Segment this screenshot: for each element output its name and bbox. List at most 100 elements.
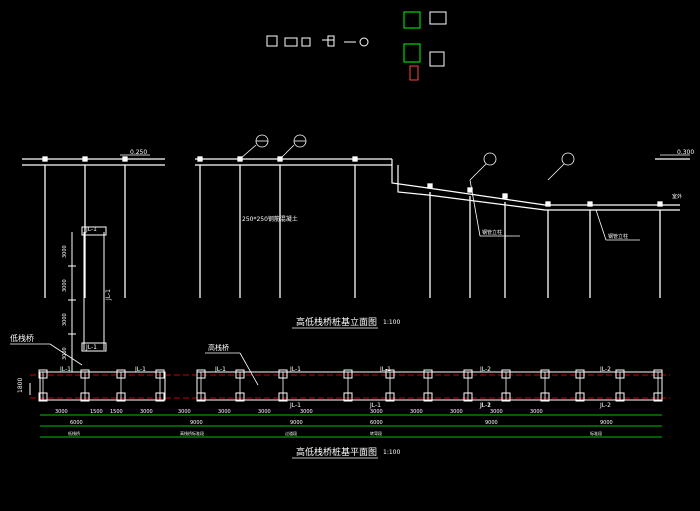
- dim-value: 3000: [140, 409, 153, 415]
- vertical-dim: 3000: [62, 313, 68, 326]
- pile-cap: [545, 201, 551, 207]
- plan-width-dim: 1800: [17, 378, 24, 393]
- plan-beam-label: JL-1: [289, 402, 301, 409]
- callout-leader: [239, 144, 257, 160]
- plan-piles: [38, 369, 663, 402]
- low-bridge-plan: JL-1 JL-1 JL-1 3000 3000 3000 3000 低栈桥: [10, 226, 112, 372]
- low-bridge-label: 低栈桥: [10, 333, 34, 343]
- dim-value: 3000: [410, 409, 423, 415]
- callout-note-right: 室外: [672, 193, 682, 200]
- plan-beam-label: JL-1: [134, 366, 146, 373]
- dim-note: 低栈桥: [68, 430, 80, 436]
- pile-cap: [427, 183, 433, 189]
- pile-cap: [42, 156, 48, 162]
- detail-sketch: [359, 37, 369, 47]
- detail-sketch: [327, 35, 335, 47]
- plan-beam-label: JL-1: [379, 366, 391, 373]
- elevation-title: 高低栈桥桩基立面图: [296, 316, 377, 328]
- pile-cap: [122, 156, 128, 162]
- leader-line: [595, 209, 607, 241]
- dim-value: 9000: [600, 420, 613, 426]
- level-left-text: 0.250: [130, 149, 147, 156]
- dim-value: 6000: [70, 420, 83, 426]
- dim-note: 高栈桥标准段: [180, 430, 204, 436]
- plan-beam-label: JL-1: [214, 366, 226, 373]
- dim-value: 3000: [178, 409, 191, 415]
- section-callout-3: [483, 152, 497, 166]
- leader-line: [469, 179, 481, 237]
- dim-row-1: 3000 1500 1500 3000 3000 3000 3000 3000 3000 3000…: [55, 409, 543, 415]
- plan-segment-high: [196, 371, 663, 401]
- detail-sketch: [429, 11, 447, 25]
- detail-sketch: [266, 35, 278, 47]
- plan-scale: 1:100: [383, 449, 400, 456]
- plan-beam-label: JL-1: [59, 366, 71, 373]
- pile-cap: [587, 201, 593, 207]
- low-bridge-cap: [81, 342, 107, 352]
- elevation-ramp-top: [391, 159, 680, 206]
- dim-value: 9000: [290, 420, 303, 426]
- low-bridge-label-side: JL-1: [105, 289, 112, 301]
- callout-leader: [547, 163, 565, 181]
- section-callout-4: [561, 152, 575, 166]
- plan-segment-low: [39, 371, 166, 401]
- detail-sketch: [284, 37, 298, 47]
- detail-sketch: [301, 37, 311, 47]
- dim-note: 转弯段: [370, 430, 382, 436]
- plan-beam-label: JL-2: [599, 402, 611, 409]
- leader-line: [49, 343, 83, 366]
- high-bridge-label: 高栈桥: [208, 343, 229, 352]
- dim-value: 3000: [370, 409, 383, 415]
- elevation-ramp-bottom: [397, 165, 680, 211]
- dim-value: 9000: [190, 420, 203, 426]
- dim-value: 3000: [300, 409, 313, 415]
- detail-drawings-top: [266, 11, 447, 81]
- callout-leader: [469, 163, 487, 181]
- plan-beam-labels-top: JL-1 JL-1 JL-1 JL-1 JL-1 JL-2 JL-2: [59, 366, 611, 373]
- detail-sketch: [409, 65, 419, 81]
- plan-beam-label: JL-1: [289, 366, 301, 373]
- plan-beam-label: JL-2: [479, 366, 491, 373]
- detail-sketch-column: [403, 43, 421, 63]
- plan-beam-label: JL-1: [479, 402, 491, 409]
- dim-value: 3000: [490, 409, 503, 415]
- detail-sketch: [429, 51, 445, 67]
- pile-cap: [352, 156, 358, 162]
- pile-cap: [502, 193, 508, 199]
- plan-title: 高低栈桥桩基平面图: [296, 446, 377, 458]
- detail-sketch-column: [403, 11, 421, 29]
- vertical-dim: 3000: [62, 245, 68, 258]
- level-right-text: 0.300: [677, 149, 694, 156]
- elevation-piles: [42, 156, 663, 298]
- dim-value: 1500: [110, 409, 123, 415]
- callout-note-2: 钢管立柱: [608, 233, 628, 240]
- dim-note: 过道段: [285, 430, 297, 436]
- pile-cap: [197, 156, 203, 162]
- pile-cap: [657, 201, 663, 207]
- low-bridge-label-bottom: JL-1: [85, 344, 97, 351]
- low-bridge-label-top: JL-1: [85, 226, 97, 233]
- vertical-dim: 3000: [62, 279, 68, 292]
- dim-value: 3000: [258, 409, 271, 415]
- dim-value: 9000: [485, 420, 498, 426]
- elevation-scale: 1:100: [383, 319, 400, 326]
- plan-beam-label: JL-2: [599, 366, 611, 373]
- dim-value: 3000: [55, 409, 68, 415]
- callout-note-1: 钢管立柱: [482, 229, 502, 236]
- plan-beam-label: JL-2: [479, 402, 491, 409]
- plan-beam-label: JL-1: [369, 402, 381, 409]
- dim-value: 1500: [90, 409, 103, 415]
- dim-value: 3000: [218, 409, 231, 415]
- pile-cap: [82, 156, 88, 162]
- dim-value: 3000: [530, 409, 543, 415]
- dim-value: 3000: [450, 409, 463, 415]
- low-bridge-cap: [81, 226, 107, 236]
- beam-note: 250*250钢筋混凝土: [242, 215, 298, 223]
- dim-note: 标准段: [590, 430, 602, 436]
- elevation-view: 0.250 0.300 250*250钢筋混凝土 钢管立柱 钢管立柱 室外 高低…: [22, 134, 694, 329]
- leader-line: [239, 352, 259, 386]
